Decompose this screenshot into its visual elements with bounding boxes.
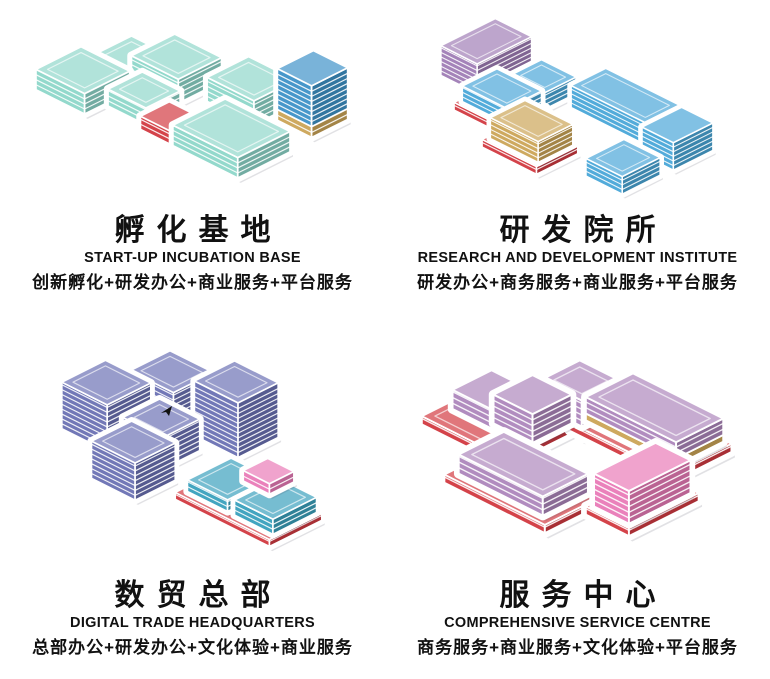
title-en-service-centre: COMPREHENSIVE SERVICE CENTRE <box>444 615 711 631</box>
functions-rd-institute: 研发办公+商务服务+商业服务+平台服务 <box>417 273 738 292</box>
title-cn-service-centre: 服务中心 <box>499 579 668 612</box>
illustration-service-centre <box>408 338 748 564</box>
quadrant-incubation-base: 孵化基地 START-UP INCUBATION BASE 创新孵化+研发办公+… <box>0 0 385 330</box>
illustration-incubation-base <box>23 6 363 211</box>
functions-service-centre: 商务服务+商业服务+文化体验+平台服务 <box>417 638 738 657</box>
iso-cluster-digital-trade-hq <box>57 346 326 552</box>
functions-digital-trade-hq: 总部办公+研发办公+文化体验+商业服务 <box>32 638 353 657</box>
functions-incubation-base: 创新孵化+研发办公+商业服务+平台服务 <box>32 273 353 292</box>
title-cn-digital-trade-hq: 数贸总部 <box>114 579 283 612</box>
illustration-rd-institute <box>408 6 748 211</box>
quadrant-rd-institute: 研发院所 RESEARCH AND DEVELOPMENT INSTITUTE … <box>385 0 770 330</box>
title-en-digital-trade-hq: DIGITAL TRADE HEADQUARTERS <box>70 615 315 631</box>
title-en-rd-institute: RESEARCH AND DEVELOPMENT INSTITUTE <box>417 250 738 266</box>
iso-cluster-incubation-base <box>31 29 352 183</box>
iso-cluster-service-centre <box>416 355 736 542</box>
iso-cluster-rd-institute <box>436 14 717 199</box>
title-cn-rd-institute: 研发院所 <box>499 214 668 247</box>
illustration-digital-trade-hq <box>23 338 363 564</box>
quadrant-digital-trade-hq: 数贸总部 DIGITAL TRADE HEADQUARTERS 总部办公+研发办… <box>0 330 385 679</box>
quadrant-service-centre: 服务中心 COMPREHENSIVE SERVICE CENTRE 商务服务+商… <box>385 330 770 679</box>
title-en-incubation-base: START-UP INCUBATION BASE <box>84 250 301 266</box>
title-cn-incubation-base: 孵化基地 <box>114 214 283 247</box>
